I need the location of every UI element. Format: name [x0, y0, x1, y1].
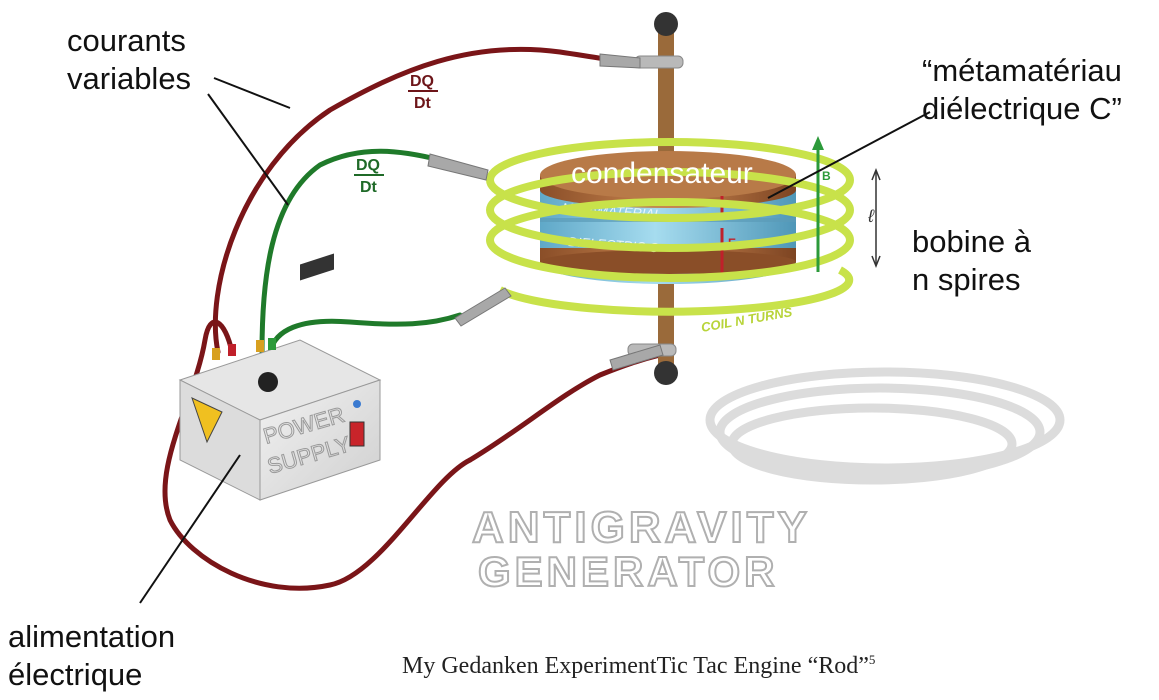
clip-red-top — [599, 53, 641, 69]
rod-bottom-ball — [654, 361, 678, 385]
svg-text:Dt: Dt — [360, 179, 378, 196]
length-label: ℓ — [867, 206, 875, 226]
caption-text: My Gedanken ExperimentTic Tac Engine “Ro… — [402, 653, 869, 679]
coil-label-line1: bobine à — [912, 224, 1031, 259]
currents-label-line1: courants — [67, 23, 186, 58]
metamaterial-label: “métamatériau diélectrique C” — [922, 52, 1122, 128]
generator-title-line1: ANTIGRAVITY — [472, 503, 811, 552]
pointer-metamaterial — [767, 111, 931, 199]
pointer-power — [139, 454, 241, 604]
coil-shadow — [705, 367, 1065, 485]
coil-turn-3 — [486, 198, 855, 282]
power-label: alimentation électrique — [8, 618, 175, 694]
capacitor-label: condensateur — [571, 157, 753, 190]
pointer-currents-red — [213, 77, 291, 109]
power-switch — [349, 421, 365, 447]
metamaterial-label-line1: “métamatériau — [922, 53, 1122, 88]
dq-green-label: DQ Dt — [354, 157, 384, 196]
power-supply: POWER SUPPLY — [178, 253, 382, 501]
clip-green-top — [427, 153, 489, 181]
clip-green-bottom — [454, 287, 512, 327]
pointer-currents-green — [207, 93, 289, 206]
length-marker — [871, 167, 881, 269]
svg-text:DQ: DQ — [356, 157, 380, 174]
power-knob — [258, 372, 278, 392]
generator-title: ANTIGRAVITY GENERATOR — [471, 502, 811, 596]
power-display — [300, 253, 334, 281]
svg-text:DQ: DQ — [410, 73, 434, 90]
coil-turn-4 — [498, 266, 854, 316]
green-wire-top — [259, 148, 443, 355]
red-wire-top — [212, 46, 643, 355]
generator-title-line2: GENERATOR — [478, 548, 778, 595]
currents-label-line2: variables — [67, 61, 192, 96]
clip-red-bottom — [609, 344, 664, 371]
metamaterial-label-line2: diélectrique C” — [922, 91, 1122, 126]
power-led — [353, 400, 361, 408]
power-label-line2: électrique — [8, 657, 143, 692]
pointer-lines — [139, 77, 931, 604]
coil-turn-1 — [486, 138, 855, 222]
figure-caption: My Gedanken ExperimentTic Tac Engine “Ro… — [402, 652, 875, 680]
coil — [486, 138, 855, 316]
field-b-arrow: B — [812, 136, 831, 272]
coil-label: bobine à n spires — [912, 223, 1031, 299]
coil-label-line2: n spires — [912, 262, 1021, 297]
rod-top-ball — [654, 12, 678, 36]
wire-clips — [427, 53, 664, 371]
field-b-label: B — [822, 169, 831, 183]
currents-label: courants variables — [67, 22, 191, 98]
dq-red-label: DQ Dt — [408, 73, 438, 112]
red-wire-bottom — [467, 352, 663, 463]
green-wire-bottom — [267, 312, 463, 355]
red-wire-loop — [162, 319, 473, 591]
caption-footnote: 5 — [868, 652, 876, 667]
power-label-line1: alimentation — [8, 619, 176, 654]
green-wires — [259, 148, 463, 355]
svg-text:Dt: Dt — [414, 95, 432, 112]
coil-turn-2 — [486, 168, 855, 252]
